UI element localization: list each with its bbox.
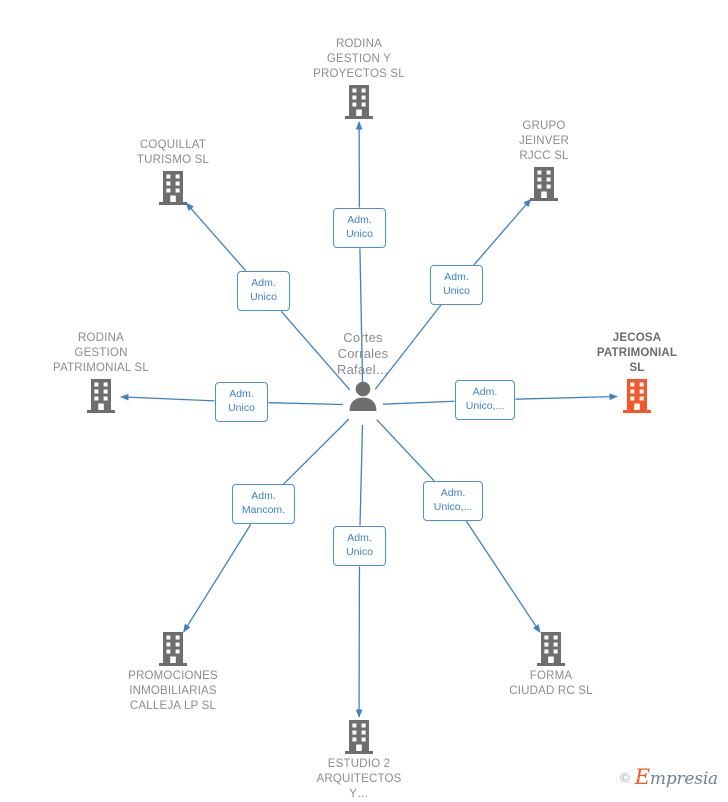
edge-label-promociones-inmobiliarias-calleja[interactable]: Adm. Mancom.	[232, 484, 295, 524]
edge-label-rodina-gestion-patrimonial[interactable]: Adm. Unico	[215, 382, 268, 422]
empresia-watermark: © Empresia	[620, 765, 718, 789]
node-label: RODINA GESTION Y PROYECTOS SL	[284, 37, 434, 82]
building-icon	[98, 171, 248, 205]
edge-label-forma-ciudad-rc[interactable]: Adm. Unico,...	[423, 481, 483, 521]
node-label: COQUILLAT TURISMO SL	[98, 138, 248, 168]
edge-arrow-grupo-jeinver-rjcc	[474, 199, 531, 265]
edge-stem-promociones-inmobiliarias-calleja	[284, 419, 349, 484]
node-person-center[interactable]: Cortes Corrales Rafael…	[288, 330, 438, 415]
edge-label-rodina-gestion-proyectos[interactable]: Adm. Unico	[333, 208, 386, 248]
node-rodina-gestion-proyectos[interactable]: RODINA GESTION Y PROYECTOS SL	[284, 37, 434, 119]
brand-rest: mpresia	[650, 769, 718, 789]
node-promociones-inmobiliarias-calleja[interactable]: PROMOCIONES INMOBILIARIAS CALLEJA LP SL	[98, 632, 248, 714]
building-icon	[26, 379, 176, 413]
edge-arrow-promociones-inmobiliarias-calleja	[184, 524, 251, 632]
copyright-icon: ©	[620, 770, 630, 785]
building-icon	[284, 720, 434, 754]
node-rodina-gestion-patrimonial[interactable]: RODINA GESTION PATRIMONIAL SL	[26, 331, 176, 413]
node-label: RODINA GESTION PATRIMONIAL SL	[26, 331, 176, 376]
node-label: GRUPO JEINVER RJCC SL	[469, 119, 619, 164]
edge-arrow-coquillat-turismo	[186, 203, 245, 271]
node-forma-ciudad-rc[interactable]: FORMA CIUDAD RC SL	[476, 632, 626, 699]
building-icon	[284, 85, 434, 119]
node-jecosa-patrimonial[interactable]: JECOSA PATRIMONIAL SL	[562, 331, 712, 413]
brand-initial: E	[635, 765, 650, 789]
building-icon	[469, 167, 619, 201]
node-label: JECOSA PATRIMONIAL SL	[562, 331, 712, 376]
edge-stem-estudio-2-arquitectos	[360, 425, 362, 526]
node-grupo-jeinver-rjcc[interactable]: GRUPO JEINVER RJCC SL	[469, 119, 619, 201]
building-icon	[98, 632, 248, 666]
node-label: PROMOCIONES INMOBILIARIAS CALLEJA LP SL	[98, 669, 248, 714]
edge-arrow-forma-ciudad-rc	[466, 521, 540, 632]
brand-name: Empresia	[635, 765, 718, 789]
node-estudio-2-arquitectos[interactable]: ESTUDIO 2 ARQUITECTOS Y…	[284, 720, 434, 802]
edge-label-grupo-jeinver-rjcc[interactable]: Adm. Unico	[430, 265, 483, 305]
node-coquillat-turismo[interactable]: COQUILLAT TURISMO SL	[98, 138, 248, 205]
person-icon	[288, 378, 438, 412]
node-label: ESTUDIO 2 ARQUITECTOS Y…	[284, 757, 434, 802]
node-label: FORMA CIUDAD RC SL	[476, 669, 626, 699]
edge-label-jecosa-patrimonial[interactable]: Adm. Unico,...	[455, 380, 515, 420]
building-icon	[562, 379, 712, 413]
building-icon	[476, 632, 626, 666]
edge-label-estudio-2-arquitectos[interactable]: Adm. Unico	[333, 526, 386, 566]
edge-label-coquillat-turismo[interactable]: Adm. Unico	[237, 271, 290, 311]
edge-stem-forma-ciudad-rc	[377, 420, 435, 481]
node-center-label: Cortes Corrales Rafael…	[288, 330, 438, 378]
